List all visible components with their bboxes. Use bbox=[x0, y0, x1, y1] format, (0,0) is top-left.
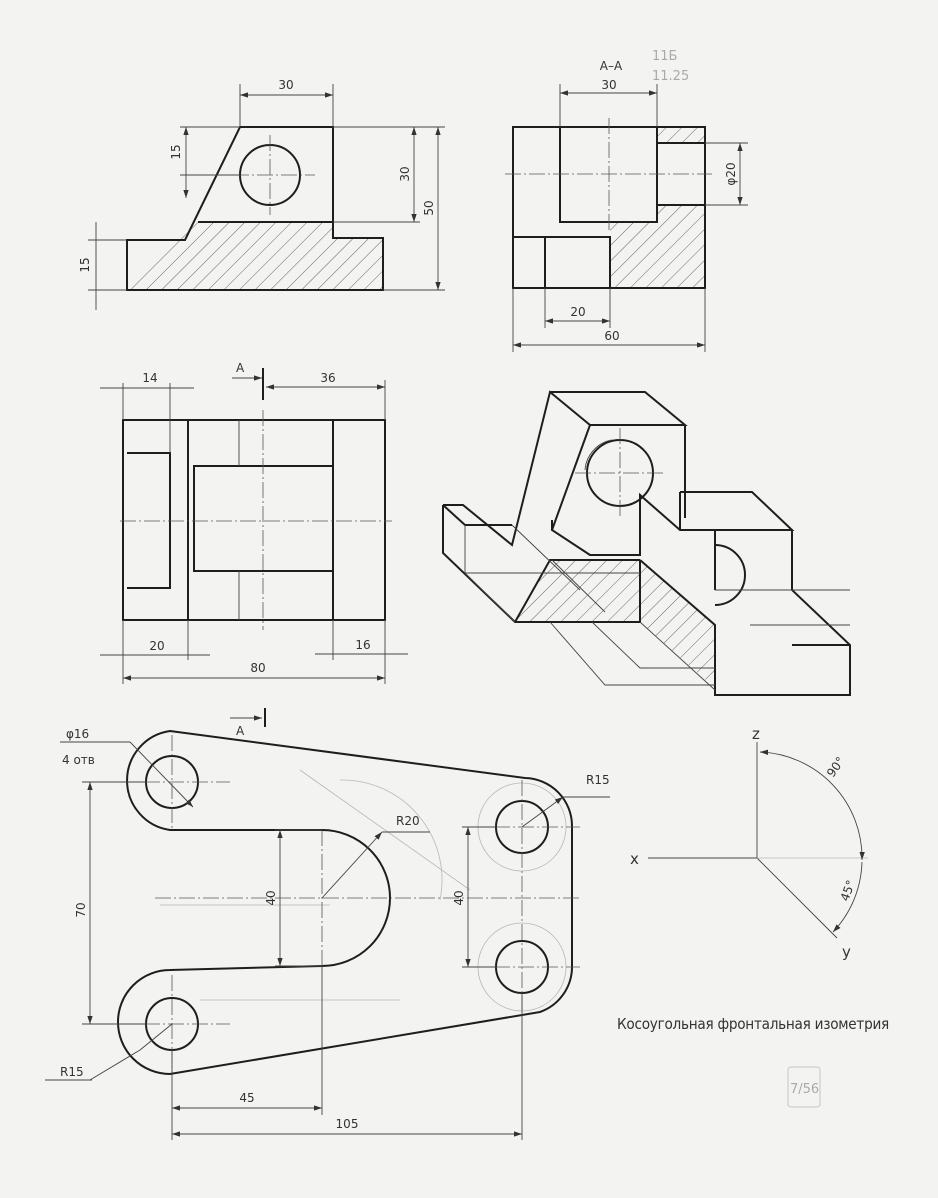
top-view-dim-right: 36 bbox=[320, 371, 335, 385]
bracket-hole-count: 4 отв bbox=[62, 753, 95, 767]
angle-zx-label: 90° bbox=[824, 754, 848, 779]
axis-x-label: x bbox=[630, 850, 639, 868]
axis-y bbox=[756, 857, 838, 939]
top-view-dim-length: 80 bbox=[250, 661, 265, 675]
pencil-note-top: 11Б bbox=[652, 49, 677, 64]
axis-z-label: z bbox=[752, 725, 760, 743]
top-view-inner-lines bbox=[127, 420, 334, 620]
front-view-section-hatch bbox=[127, 222, 383, 290]
top-view-section-mark: A bbox=[236, 361, 245, 375]
bracket-radius-right: R15 bbox=[586, 773, 610, 787]
bracket-view: A φ16 4 отв R15 R20 R15 70 40 40 45 105 bbox=[45, 708, 610, 1140]
front-view-dim-base: 15 bbox=[78, 257, 92, 272]
drawing-caption: Косоугольная фронтальная изометрия bbox=[617, 1015, 889, 1033]
bracket-dim-45: 45 bbox=[239, 1091, 254, 1105]
front-view-dim-width: 30 bbox=[278, 78, 293, 92]
bracket-dim-40-left: 40 bbox=[264, 890, 278, 905]
bracket-radius-loop: R20 bbox=[396, 814, 420, 828]
oblique-outline bbox=[442, 390, 851, 696]
front-view: 30 15 30 50 15 bbox=[78, 78, 445, 310]
pencil-notes: 11Б 11.25 7/56 bbox=[652, 49, 821, 1108]
front-view-dim-hole-offset: 15 bbox=[169, 144, 183, 159]
section-view-label: A–A bbox=[600, 59, 623, 73]
angle-xy-label: 45° bbox=[838, 878, 858, 903]
bracket-outline bbox=[117, 729, 573, 1076]
section-view: A–A 30 φ20 20 60 bbox=[505, 59, 748, 352]
oblique-view bbox=[442, 390, 851, 696]
section-view-hatch-top bbox=[657, 127, 705, 143]
section-view-dim-diameter: φ20 bbox=[724, 162, 738, 185]
section-view-dim-recess: 20 bbox=[570, 305, 585, 319]
top-view-dim-end: 16 bbox=[355, 638, 370, 652]
section-view-dim-top: 30 bbox=[601, 78, 616, 92]
section-view-dim-width: 60 bbox=[604, 329, 619, 343]
bracket-section-mark: A bbox=[236, 724, 245, 738]
bracket-hole-callout: φ16 bbox=[66, 727, 89, 741]
top-view-outline bbox=[122, 419, 386, 621]
pencil-grade: 7/56 bbox=[790, 1082, 819, 1097]
section-view-hatch-main bbox=[610, 205, 705, 288]
front-view-dim-total: 50 bbox=[422, 200, 436, 215]
bracket-dim-70: 70 bbox=[74, 902, 88, 917]
axis-y-label: y bbox=[842, 943, 851, 961]
oblique-section-hatch-left bbox=[515, 560, 640, 622]
top-view: A 14 36 20 16 80 bbox=[100, 361, 408, 684]
top-view-dim-slot: 20 bbox=[149, 639, 164, 653]
pencil-note-top-2: 11.25 bbox=[652, 69, 689, 84]
bracket-dim-40-right: 40 bbox=[452, 890, 466, 905]
bracket-radius-left: R15 bbox=[60, 1065, 84, 1079]
bracket-dim-105: 105 bbox=[336, 1117, 359, 1131]
front-view-dim-block: 30 bbox=[398, 166, 412, 181]
top-view-dim-left: 14 bbox=[142, 371, 157, 385]
oblique-section-hatch-right bbox=[640, 560, 715, 688]
axes-diagram: z x y 90° 45° bbox=[630, 725, 868, 961]
